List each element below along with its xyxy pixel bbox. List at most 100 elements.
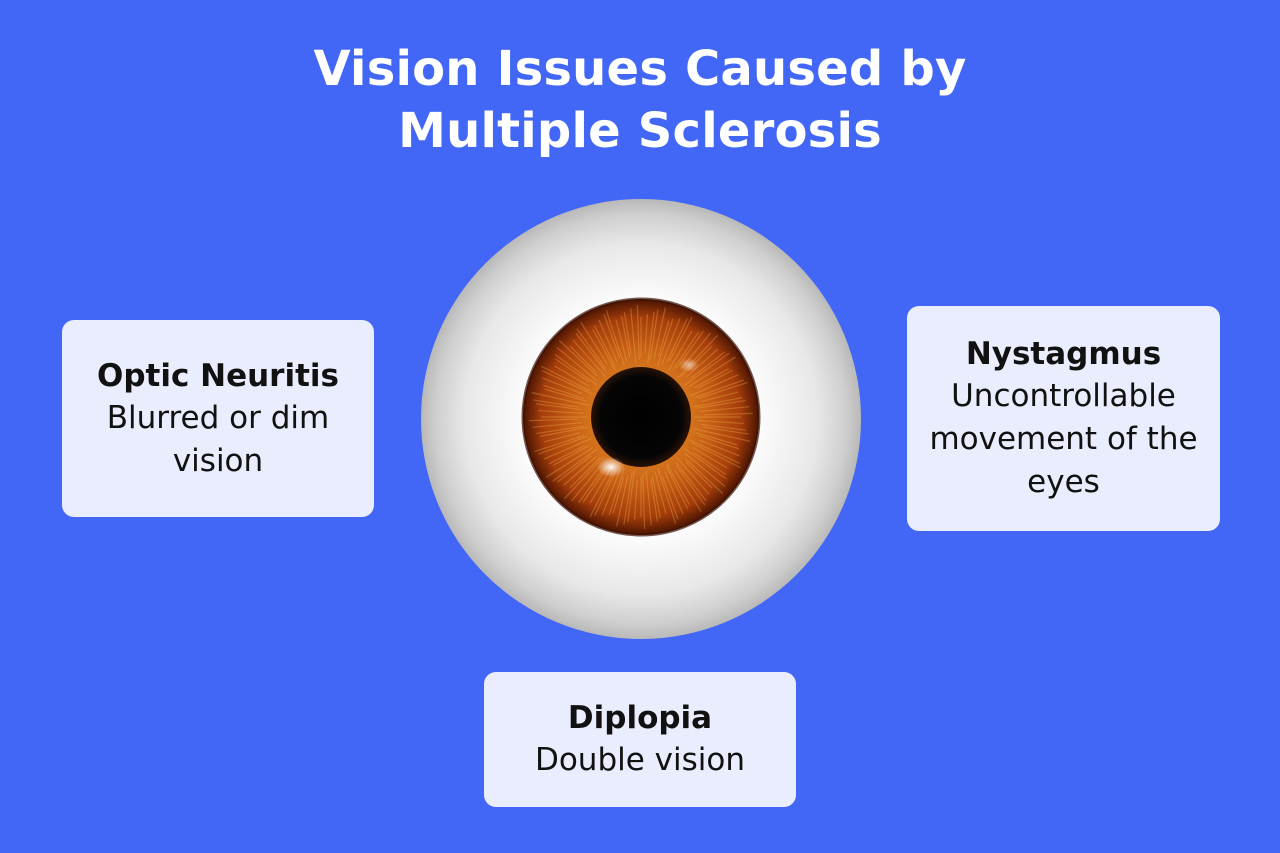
iris-fiber bbox=[552, 448, 598, 482]
iris-fiber bbox=[563, 456, 597, 486]
iris-fiber bbox=[694, 379, 744, 399]
iris-fiber bbox=[661, 476, 679, 520]
iris-fiber bbox=[569, 345, 597, 373]
iris-fiber bbox=[543, 437, 592, 460]
iris-fiber bbox=[674, 469, 702, 512]
iris-fiber bbox=[576, 328, 607, 369]
iris-fiber bbox=[645, 470, 652, 526]
iris-fiber bbox=[675, 461, 707, 502]
iris-fiber bbox=[688, 356, 736, 387]
eye-glint-top bbox=[679, 358, 699, 372]
iris-fiber bbox=[592, 329, 616, 370]
iris-fiber bbox=[556, 455, 592, 483]
iris-fiber bbox=[696, 369, 734, 389]
condition-description: Blurred or dim vision bbox=[106, 399, 330, 479]
iris-fiber bbox=[697, 419, 744, 425]
iris-fiber bbox=[703, 412, 753, 416]
iris-fiber bbox=[666, 464, 690, 505]
iris-fiber bbox=[690, 374, 739, 397]
iris-fiber bbox=[661, 318, 681, 365]
iris-fiber bbox=[615, 320, 628, 362]
iris-fiber bbox=[697, 381, 748, 400]
iris-fiber bbox=[697, 434, 740, 450]
iris-fiber bbox=[664, 471, 684, 515]
iris-fiber bbox=[689, 439, 740, 464]
iris-fiber bbox=[529, 418, 579, 422]
iris-fiber bbox=[691, 442, 742, 469]
iris-fiber bbox=[594, 471, 617, 516]
iris-fiber bbox=[621, 315, 631, 359]
iris-fiber bbox=[657, 320, 670, 357]
iris-fiber bbox=[536, 425, 585, 435]
card-diplopia: Diplopia Double vision bbox=[484, 672, 796, 807]
iris-fiber bbox=[685, 348, 719, 378]
iris-fiber bbox=[555, 358, 590, 383]
iris-fiber bbox=[666, 467, 689, 510]
iris-fiber bbox=[636, 305, 640, 361]
iris-fiber bbox=[538, 409, 585, 415]
iris-fiber bbox=[532, 422, 582, 428]
iris-fiber bbox=[684, 448, 728, 480]
iris-fiber bbox=[665, 318, 688, 363]
iris-fiber bbox=[556, 347, 598, 382]
iris-fiber bbox=[542, 377, 583, 395]
iris-fiber bbox=[633, 479, 638, 520]
iris-fiber bbox=[539, 426, 589, 437]
iris-fiber bbox=[601, 469, 621, 516]
iris-fiber bbox=[653, 307, 666, 359]
iris-fiber bbox=[699, 439, 740, 457]
iris-fiber bbox=[569, 456, 602, 489]
pupil bbox=[591, 367, 691, 467]
iris-fibers bbox=[529, 305, 753, 529]
iris-fiber bbox=[535, 403, 582, 411]
iris-fiber bbox=[669, 316, 693, 362]
iris-fiber bbox=[693, 368, 729, 389]
iris-fiber bbox=[693, 428, 751, 442]
iris-fiber bbox=[697, 399, 746, 409]
iris-fiber bbox=[627, 470, 635, 523]
condition-description: Uncontrollable movement of the eyes bbox=[929, 378, 1198, 500]
card-nystagmus: Nystagmus Uncontrollable movement of the… bbox=[907, 306, 1220, 531]
iris-fiber bbox=[534, 434, 585, 453]
iris-fiber bbox=[531, 392, 589, 406]
iris-fiber bbox=[540, 365, 591, 392]
iris-fiber bbox=[630, 308, 637, 364]
iris-fiber bbox=[657, 468, 677, 524]
iris-fiber bbox=[684, 352, 730, 386]
iris-fiber bbox=[651, 475, 661, 519]
iris-fiber bbox=[657, 318, 674, 366]
iris-fiber bbox=[580, 322, 608, 365]
iris-fiber bbox=[672, 331, 700, 371]
iris-fiber bbox=[685, 461, 713, 489]
iris-fiber bbox=[649, 309, 659, 361]
iris-fiber bbox=[647, 311, 655, 364]
iris-fiber bbox=[603, 314, 621, 358]
iris-fiber bbox=[650, 479, 659, 522]
iris-fiber bbox=[676, 457, 710, 495]
iris-fiber bbox=[693, 397, 743, 408]
iris-fiber bbox=[623, 473, 633, 525]
iris-fiber bbox=[571, 465, 602, 502]
page-title: Vision Issues Caused by Multiple Scleros… bbox=[140, 38, 1140, 162]
iris-fiber bbox=[700, 423, 747, 431]
iris-fiber bbox=[554, 354, 598, 386]
iris-fiber bbox=[538, 435, 588, 455]
eye-glint bbox=[597, 457, 625, 477]
iris-fiber bbox=[612, 477, 625, 514]
iris-fiber bbox=[608, 468, 625, 516]
iris-fiber bbox=[546, 447, 594, 478]
iris-fiber bbox=[675, 465, 706, 506]
iris-fiber bbox=[544, 388, 587, 402]
iris-fiber bbox=[544, 432, 581, 443]
iris-fiber bbox=[563, 455, 605, 500]
iris-fiber bbox=[642, 473, 646, 529]
iris-fiber bbox=[654, 472, 667, 514]
iris-rim bbox=[521, 297, 761, 537]
iris-fiber bbox=[605, 310, 625, 366]
title-line-2: Multiple Sclerosis bbox=[398, 103, 882, 159]
iris-fiber bbox=[533, 399, 579, 408]
iris-fiber bbox=[593, 324, 616, 367]
iris-fiber bbox=[644, 314, 649, 355]
iris-fiber bbox=[684, 457, 724, 495]
